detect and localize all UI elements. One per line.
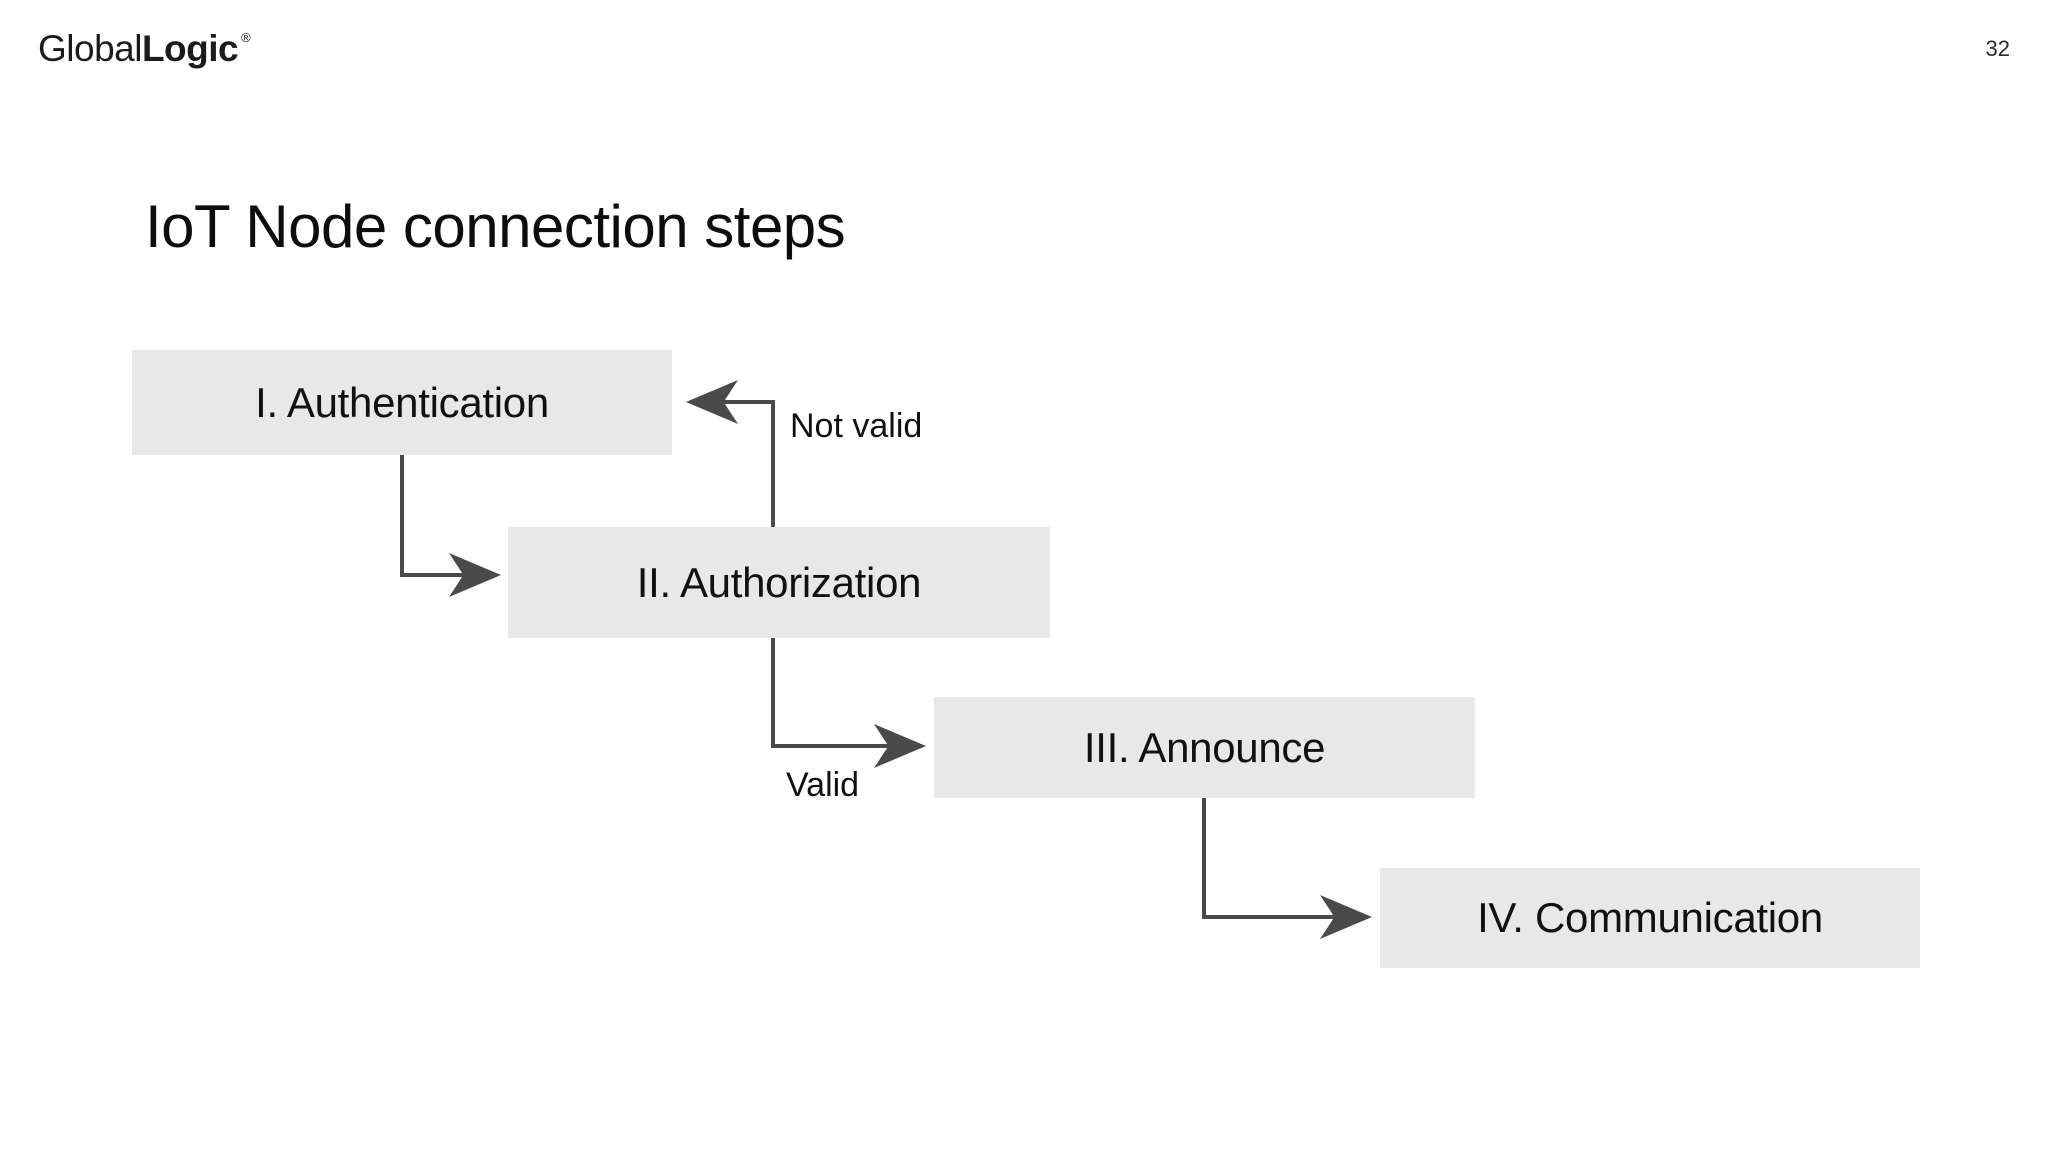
globallogic-logo: Global Logic ®: [38, 28, 251, 70]
flow-node-authorization[interactable]: II. Authorization: [508, 527, 1050, 638]
logo-text-global: Global: [38, 28, 142, 69]
flow-node-label: II. Authorization: [636, 558, 922, 606]
edge-authorization-to-announce-valid: [771, 638, 926, 768]
edge-label-valid: Valid: [786, 766, 860, 804]
edge-authentication-to-authorization: [400, 455, 501, 597]
edge-authorization-to-authentication-not-valid: [686, 380, 775, 527]
flow-node-authentication[interactable]: I. Authentication: [132, 350, 672, 455]
registered-trademark-icon: ®: [241, 30, 251, 45]
logo-text-logic: Logic: [141, 28, 239, 69]
flow-node-label: I. Authentication: [255, 378, 549, 426]
flow-node-communication[interactable]: IV. Communication: [1380, 868, 1920, 968]
flow-node-label: III. Announce: [1083, 723, 1326, 771]
flow-node-announce[interactable]: III. Announce: [934, 697, 1475, 798]
page-title: IoT Node connection steps: [145, 193, 846, 261]
edge-label-not-valid: Not valid: [790, 407, 923, 445]
page-number: 32: [1985, 36, 2010, 61]
flow-node-label: IV. Communication: [1477, 894, 1823, 941]
edge-announce-to-communication: [1202, 798, 1372, 939]
